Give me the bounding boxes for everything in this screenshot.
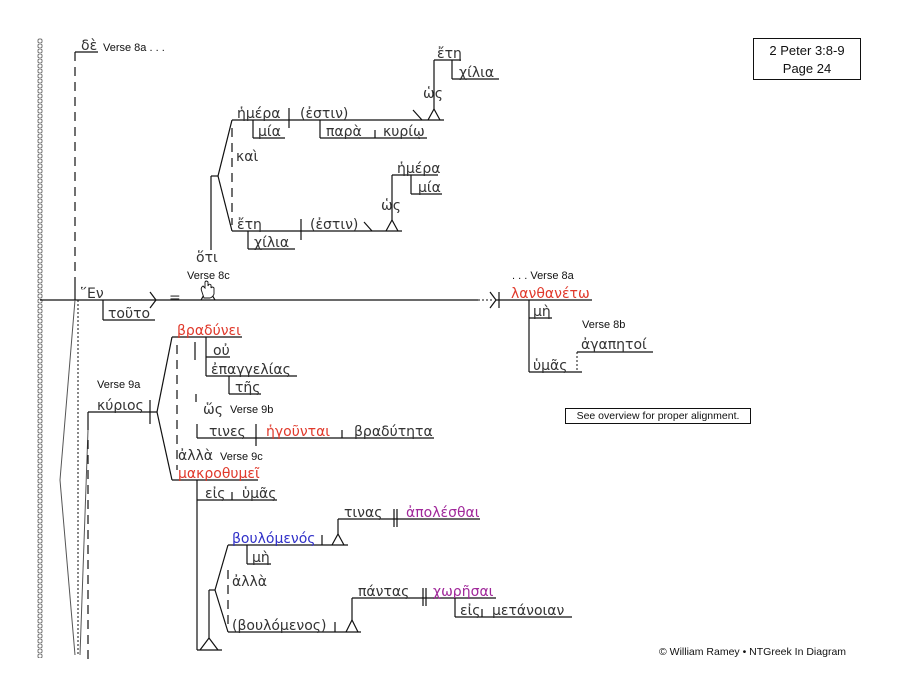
passage-reference-box: 2 Peter 3:8-9 Page 24 xyxy=(753,38,861,80)
left-margin-chain-decoration xyxy=(37,38,43,658)
word-pantas: πάντας xyxy=(358,584,409,600)
word-para: παρὰ xyxy=(326,124,362,140)
word-estin-1: (ἐστιν) xyxy=(300,106,348,122)
word-humas-9: ὑμᾶς xyxy=(242,486,276,502)
verse-label-9a: Verse 9a xyxy=(97,379,141,391)
clause-9a: Verse 9a κύριος βραδύνει οὐ ἐπαγγελίας τ… xyxy=(88,323,434,481)
verse-label-9c: Verse 9c xyxy=(220,451,263,463)
word-hos-3: ὥς xyxy=(203,402,223,418)
word-boulomenos: βουλόμενός xyxy=(232,531,316,547)
word-me-9: μὴ xyxy=(252,550,270,566)
word-eis-2: εἰς xyxy=(460,603,481,619)
hand-cursor-icon xyxy=(200,280,215,299)
word-tes: τῆς xyxy=(235,380,261,396)
word-mia-2: μία xyxy=(418,180,441,196)
word-alla-2: ἀλλὰ xyxy=(232,574,267,590)
main-clause-8a: ῞Εν τοῦτο = . . . Verse 8a λανθανέτω μὴ … xyxy=(40,270,653,374)
clause-9c: ἀλλὰ Verse 9c μακροθυμεῖ εἰς ὑμᾶς βουλόμ… xyxy=(172,448,572,651)
word-de: δὲ xyxy=(81,38,97,54)
word-kai: καὶ xyxy=(236,149,258,165)
word-kurios: κύριος xyxy=(97,398,144,414)
page-number: Page 24 xyxy=(782,61,832,76)
word-makrothumei: μακροθυμεῖ xyxy=(178,466,260,482)
word-hos-2: ὡς xyxy=(381,198,401,214)
word-apolesthai: ἀπολέσθαι xyxy=(406,505,480,521)
word-hemera-2: ἡμέρα xyxy=(397,161,440,177)
word-chilia-2: χίλια xyxy=(254,235,289,251)
hoti-clause-8c: ὅτι Verse 8c καὶ ἡμέρα μία (ἐστιν) παρὰ … xyxy=(187,46,499,282)
word-ete-2: ἔτη xyxy=(237,217,262,233)
verse-label-8b: Verse 8b xyxy=(582,319,625,331)
word-hen: ῞Εν xyxy=(80,286,104,302)
word-me-8a: μὴ xyxy=(533,304,551,320)
word-epangelias: ἐπαγγελίας xyxy=(211,362,291,378)
word-chilia-1: χίλια xyxy=(459,65,494,81)
word-agapetoi: ἀγαπητοί xyxy=(581,337,647,353)
word-hegountai: ἡγοῦνται xyxy=(266,424,330,440)
word-chōrēsai: χωρῆσαι xyxy=(433,584,494,600)
word-humas-8a: ὑμᾶς xyxy=(533,358,567,374)
verse-label-9b: Verse 9b xyxy=(230,404,273,416)
copyright-notice: © William Ramey • NTGreek In Diagram xyxy=(659,646,847,658)
verse-label-8a-top: Verse 8a . . . xyxy=(103,42,165,54)
word-bradutēta: βραδύτητα xyxy=(354,424,433,440)
word-estin-2: (ἐστιν) xyxy=(310,217,358,233)
verse9-connector xyxy=(59,299,89,660)
word-lanthaneto: λανθανέτω xyxy=(511,286,590,302)
alignment-note: See overview for proper alignment. xyxy=(565,408,751,424)
de-conjunction: δὲ Verse 8a . . . xyxy=(74,38,165,290)
word-ete-1: ἔτη xyxy=(437,46,462,62)
equals-sign: = xyxy=(169,290,181,306)
word-boulomenos-2: (βουλόμενος) xyxy=(232,618,326,634)
passage-reference: 2 Peter 3:8-9 xyxy=(769,43,845,58)
word-metanoian: μετάνοιαν xyxy=(492,603,564,619)
word-hoti: ὅτι xyxy=(196,250,218,266)
word-hos-1: ὡς xyxy=(423,86,443,102)
word-mia-1: μία xyxy=(258,124,281,140)
word-bradunei: βραδύνει xyxy=(177,323,241,339)
verse-label-8c: Verse 8c xyxy=(187,270,230,282)
word-alla-1: ἀλλὰ xyxy=(178,448,213,464)
word-eis-1: εἰς xyxy=(205,486,226,502)
word-ou: οὐ xyxy=(213,343,230,359)
word-tinas: τινας xyxy=(344,505,382,521)
word-touto: τοῦτο xyxy=(108,306,150,322)
word-hemera-1: ἡμέρα xyxy=(237,106,280,122)
word-tines: τινες xyxy=(209,424,246,440)
word-kurio: κυρίῳ xyxy=(383,124,425,140)
verse-label-8a-cont: . . . Verse 8a xyxy=(512,270,575,282)
